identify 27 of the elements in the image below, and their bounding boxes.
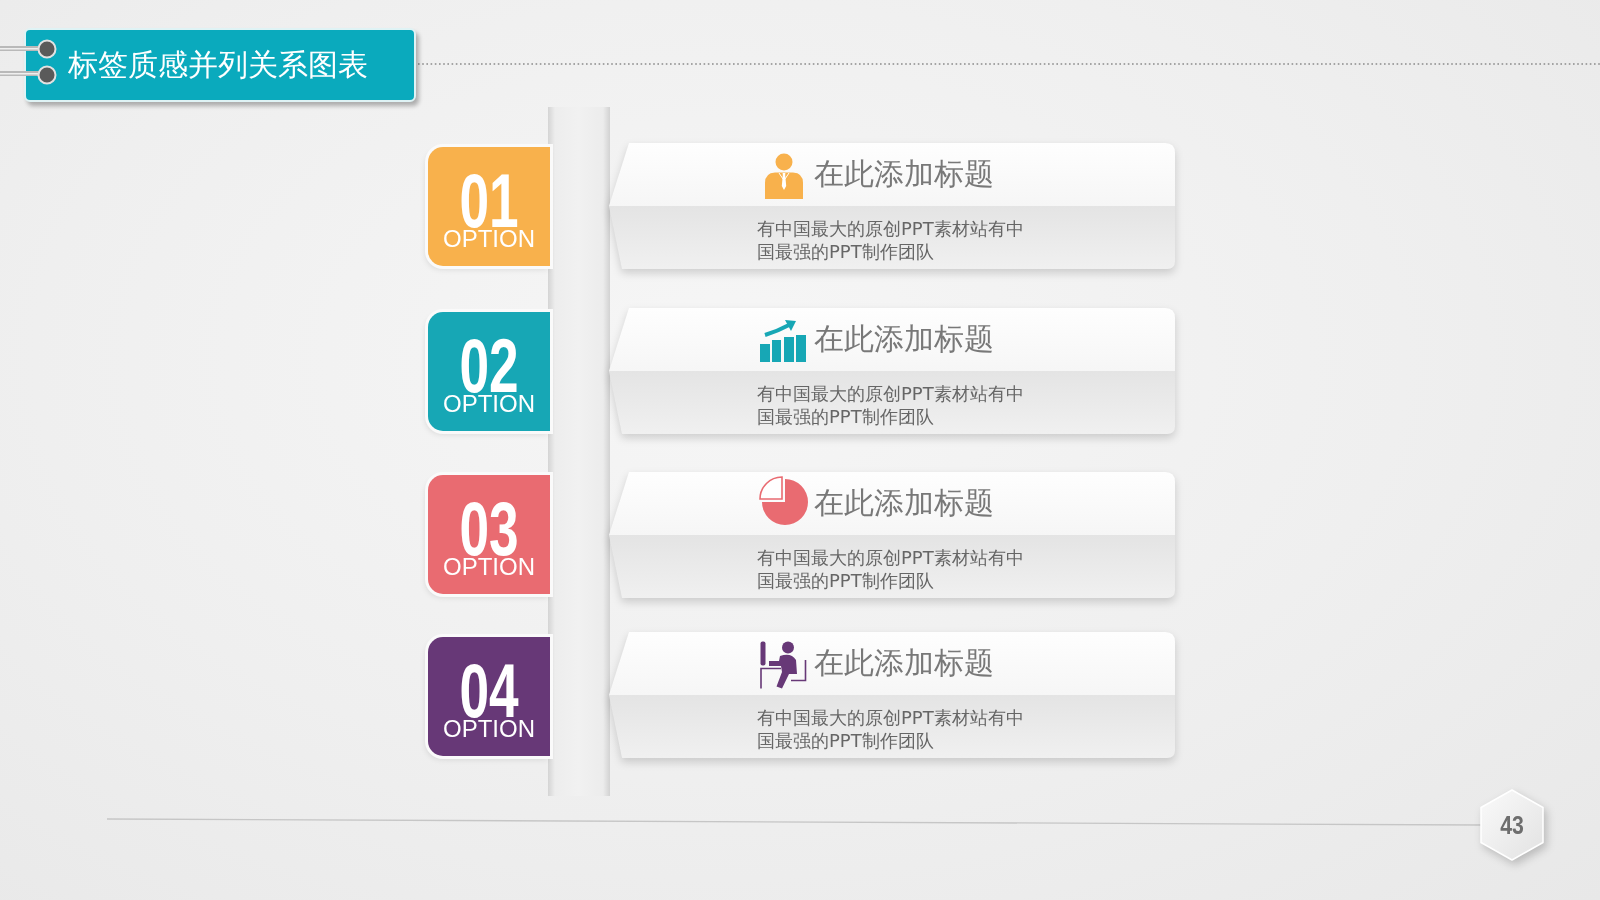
option-tab bbox=[428, 637, 550, 756]
body-text: 有中国最大的原创PPT素材站有中国最强的PPT制作团队 bbox=[757, 546, 1025, 592]
option-label: OPTION bbox=[443, 230, 535, 248]
heading: 在此添加标题 bbox=[814, 484, 994, 522]
option-number: 03 bbox=[459, 500, 519, 558]
option-number: 02 bbox=[459, 337, 519, 395]
option-tab bbox=[428, 312, 550, 431]
page-number: 43 bbox=[1500, 812, 1524, 838]
heading: 在此添加标题 bbox=[814, 644, 994, 682]
ribbon-card bbox=[609, 308, 1175, 434]
title-banner bbox=[24, 28, 416, 102]
ribbon-card bbox=[609, 143, 1175, 269]
option-label: OPTION bbox=[443, 558, 535, 576]
body-text: 有中国最大的原创PPT素材站有中国最强的PPT制作团队 bbox=[757, 382, 1025, 428]
option-number: 01 bbox=[459, 172, 519, 230]
body-text: 有中国最大的原创PPT素材站有中国最强的PPT制作团队 bbox=[757, 706, 1025, 752]
vertical-band bbox=[548, 107, 610, 796]
body-text: 有中国最大的原创PPT素材站有中国最强的PPT制作团队 bbox=[757, 217, 1025, 263]
option-tab bbox=[428, 147, 550, 266]
heading: 在此添加标题 bbox=[814, 155, 994, 193]
option-number: 04 bbox=[459, 662, 519, 720]
page-number-hexagon bbox=[1480, 789, 1544, 861]
option-tab bbox=[428, 475, 550, 594]
option-label: OPTION bbox=[443, 720, 535, 738]
heading: 在此添加标题 bbox=[814, 320, 994, 358]
option-label: OPTION bbox=[443, 395, 535, 413]
title-text: 标签质感并列关系图表 bbox=[68, 46, 368, 84]
